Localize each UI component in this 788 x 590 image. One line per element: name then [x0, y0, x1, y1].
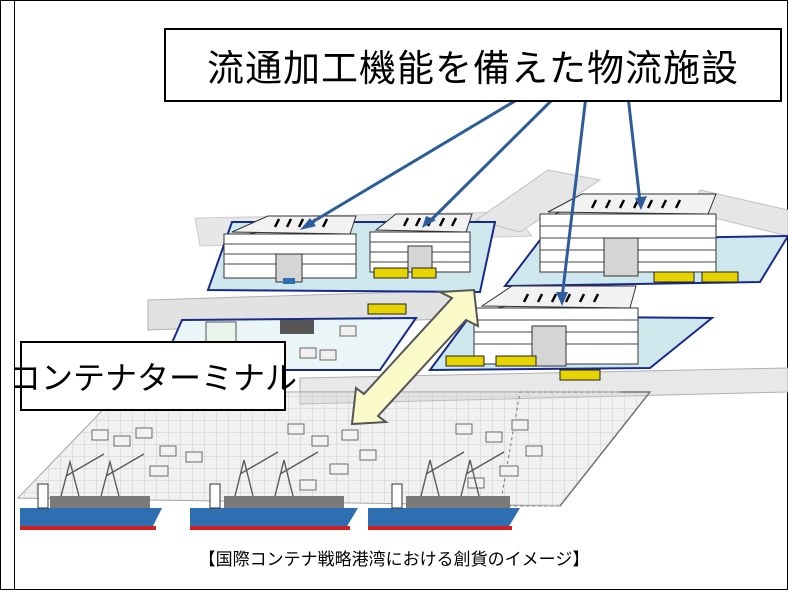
- title-callout: 流通加工機能を備えた物流施設: [164, 28, 782, 102]
- warehouse-b: [369, 213, 473, 273]
- container-ships: [20, 483, 520, 530]
- frame-inner-left-line: [14, 0, 15, 590]
- ship-1: [20, 483, 162, 530]
- terminal-building: [205, 320, 357, 361]
- container-terminal-label: コンテナターミナル: [9, 341, 297, 411]
- figure-caption: 【国際コンテナ戦略港湾における創貨のイメージ】: [198, 550, 590, 570]
- container-yard: [16, 391, 652, 507]
- warehouses: [205, 193, 717, 367]
- trucks: [367, 267, 739, 381]
- double-arrow: [350, 288, 480, 426]
- ship-3: [368, 483, 520, 530]
- callout-arrowheads: [300, 196, 647, 306]
- warehouse-d: [473, 285, 639, 367]
- callout-arrows: [308, 90, 642, 299]
- ship-2: [190, 483, 358, 530]
- warehouse-a: [223, 215, 357, 284]
